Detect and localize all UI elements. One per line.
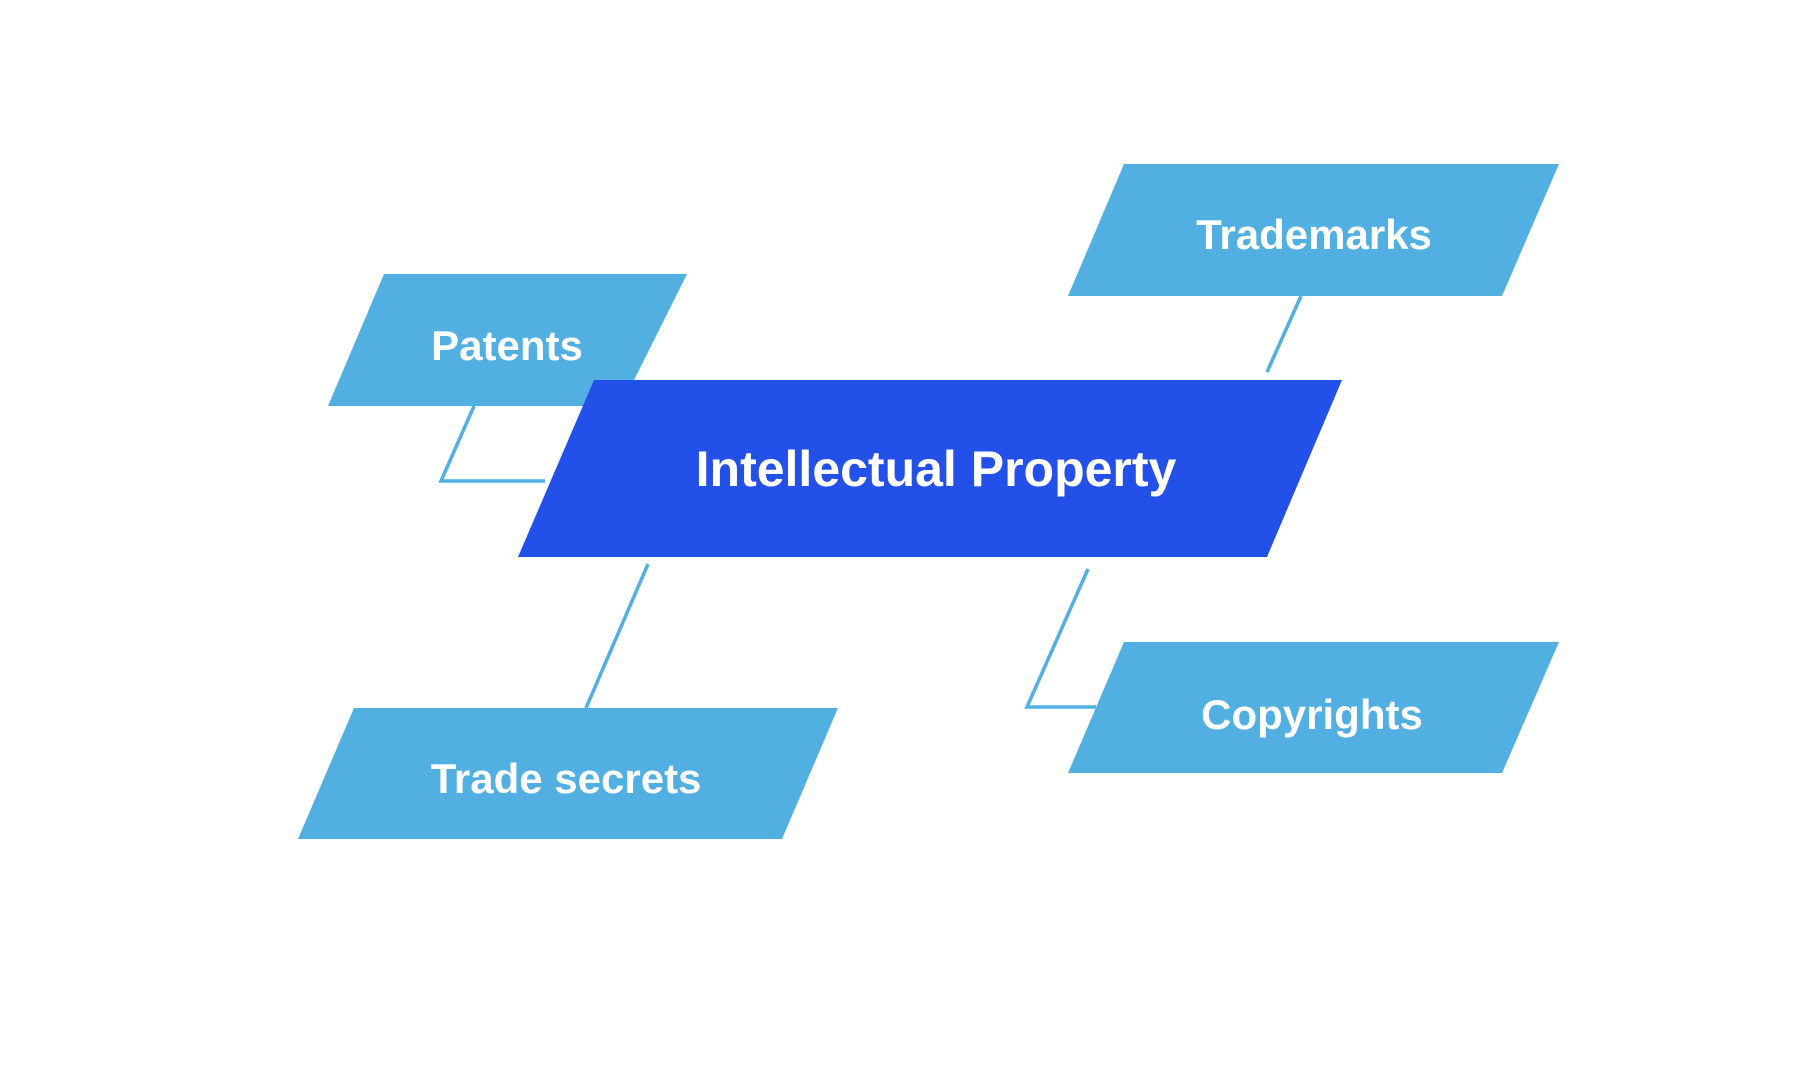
node-trademarks: Trademarks — [1068, 164, 1559, 296]
connector-copyrights — [1024, 568, 1096, 709]
node-copyrights-shape — [1068, 642, 1559, 773]
node-trade-secrets-label: Trade secrets — [431, 755, 702, 802]
connector-trademarks — [1265, 295, 1303, 373]
node-trade-secrets: Trade secrets — [298, 708, 838, 839]
node-trademarks-label: Trademarks — [1196, 211, 1432, 258]
node-copyrights-label: Copyrights — [1201, 691, 1423, 738]
node-patents-label: Patents — [431, 322, 583, 369]
node-copyrights: Copyrights — [1068, 642, 1559, 773]
node-intellectual-property-shape — [518, 380, 1342, 557]
node-patents: Patents — [328, 274, 687, 406]
node-trade-secrets-shape — [298, 708, 838, 839]
node-trademarks-shape — [1068, 164, 1559, 296]
connector-patents — [438, 405, 545, 483]
connector-trade-secrets — [584, 563, 650, 709]
node-intellectual-property: Intellectual Property — [518, 380, 1342, 557]
node-intellectual-property-label: Intellectual Property — [696, 441, 1177, 497]
node-patents-shape — [328, 274, 687, 406]
